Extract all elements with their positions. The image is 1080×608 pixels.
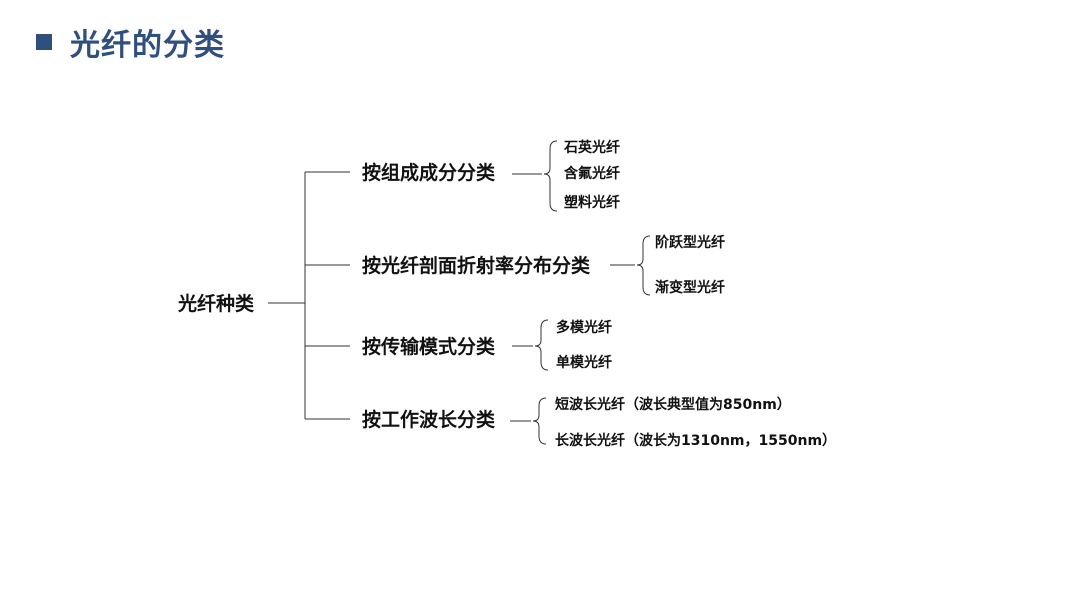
leaf-step-index-fiber: 阶跃型光纤 (655, 235, 725, 251)
leaf-long-wavelength-fiber: 长波长光纤（波长为1310nm，1550nm） (555, 433, 837, 449)
brace-composition (543, 140, 558, 212)
category-wavelength: 按工作波长分类 (362, 409, 496, 431)
brace-mode (534, 319, 549, 371)
page-header: 光纤的分类 (36, 22, 225, 63)
category-composition: 按组成成分分类 (362, 162, 496, 184)
category-index-profile: 按光纤剖面折射率分布分类 (362, 255, 591, 277)
leaf-singlemode-fiber: 单模光纤 (556, 355, 612, 371)
leaf-short-wavelength-fiber: 短波长光纤（波长典型值为850nm） (555, 397, 791, 413)
category-mode: 按传输模式分类 (362, 336, 496, 358)
leaf-graded-index-fiber: 渐变型光纤 (655, 280, 725, 296)
page-title: 光纤的分类 (70, 28, 225, 63)
title-bullet-icon (36, 34, 52, 50)
root-node: 光纤种类 (178, 293, 255, 315)
brace-wavelength (532, 397, 547, 445)
leaf-plastic-fiber: 塑料光纤 (564, 195, 620, 211)
leaf-fluoride-fiber: 含氟光纤 (564, 166, 620, 182)
leaf-silica-fiber: 石英光纤 (564, 140, 620, 156)
brace-index-profile (636, 235, 651, 296)
leaf-multimode-fiber: 多模光纤 (556, 320, 612, 336)
